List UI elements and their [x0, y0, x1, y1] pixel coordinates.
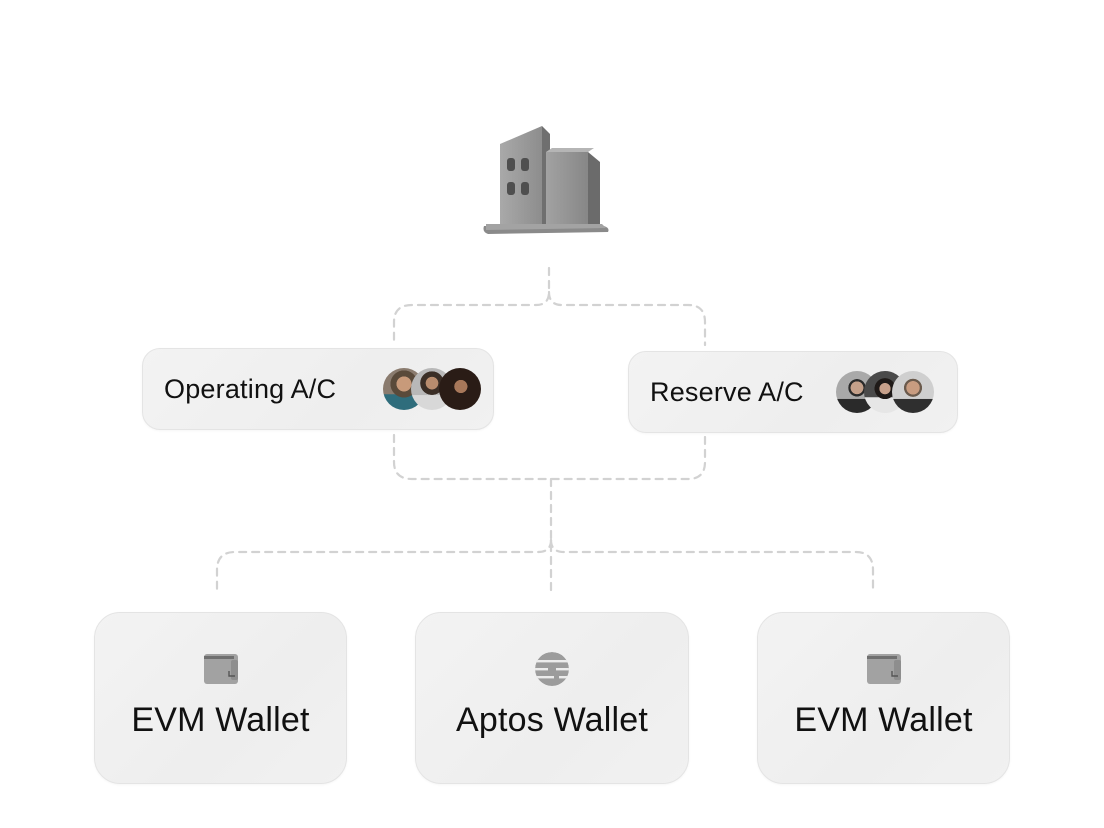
connector-root-to-reserve	[547, 290, 707, 347]
wallet-card-evm-1[interactable]: EVM Wallet	[94, 612, 347, 784]
connector-root-to-accounts	[392, 266, 551, 347]
avatar	[439, 368, 481, 410]
aptos-logo-icon	[532, 651, 572, 687]
account-label: Operating A/C	[164, 373, 337, 404]
wallet-label: EVM Wallet	[794, 701, 973, 739]
wallet-card-evm-2[interactable]: EVM Wallet	[757, 612, 1010, 784]
account-card-reserve[interactable]: Reserve A/C	[628, 351, 958, 433]
account-card-operating[interactable]: Operating A/C	[142, 348, 494, 430]
connector-accounts-merge	[392, 433, 707, 481]
wallet-icon	[864, 651, 904, 687]
wallet-label: Aptos Wallet	[456, 701, 648, 739]
connector-to-evm-left	[215, 538, 553, 592]
wallet-icon	[201, 651, 241, 687]
avatar	[892, 371, 934, 413]
connector-to-evm-right	[549, 538, 875, 592]
account-label: Reserve A/C	[650, 376, 804, 407]
building-icon	[480, 122, 612, 238]
avatar-group	[383, 368, 481, 410]
avatar-group	[836, 371, 934, 413]
wallet-label: EVM Wallet	[131, 701, 310, 739]
wallet-card-aptos[interactable]: Aptos Wallet	[415, 612, 689, 784]
